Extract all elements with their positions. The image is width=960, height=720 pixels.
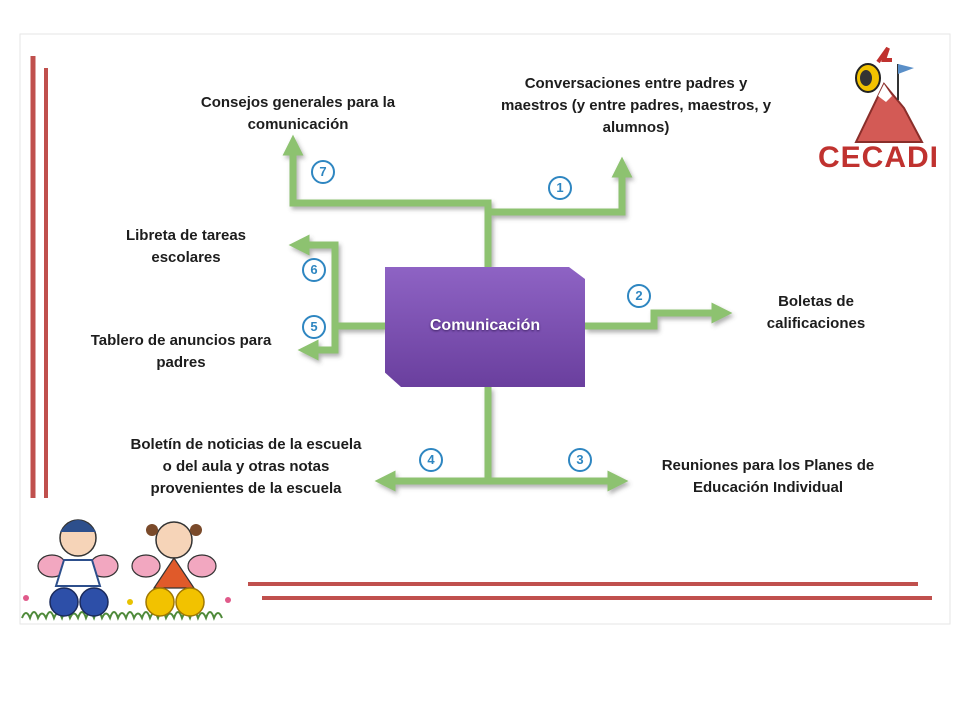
two-children-cartoon (21, 519, 231, 621)
badge-7: 7 (311, 160, 335, 184)
node-label-2: Boletas de calificaciones (766, 293, 866, 332)
badge-6: 6 (302, 258, 326, 282)
node-label-6: Libreta de tareas escolares (125, 227, 247, 266)
connector-1 (488, 156, 633, 216)
vertical-rules (30, 56, 48, 498)
badge-3: 3 (568, 448, 592, 472)
node-label-7: Consejos generales para la comunicación (200, 94, 396, 133)
badge-4: 4 (419, 448, 443, 472)
connector-7 (282, 134, 492, 267)
node-label-4: Boletín de noticias de la escuela o del … (130, 436, 362, 497)
badge-2: 2 (627, 284, 651, 308)
center-label: Comunicación (429, 317, 541, 334)
badge-5: 5 (302, 315, 326, 339)
connector-6 (288, 234, 385, 330)
center-node (385, 267, 585, 387)
logo-text: CECADI (818, 141, 940, 174)
connector-2 (585, 302, 733, 330)
node-label-5: Tablero de anuncios para padres (90, 332, 272, 371)
badge-1: 1 (548, 176, 572, 200)
connector-5 (297, 326, 339, 361)
node-label-3: Reuniones para los Planes de Educación I… (661, 457, 875, 496)
mountain-flag-logo (854, 46, 924, 143)
horizontal-rules (248, 582, 932, 600)
node-label-1: Conversaciones entre padres y maestros (… (500, 75, 772, 136)
